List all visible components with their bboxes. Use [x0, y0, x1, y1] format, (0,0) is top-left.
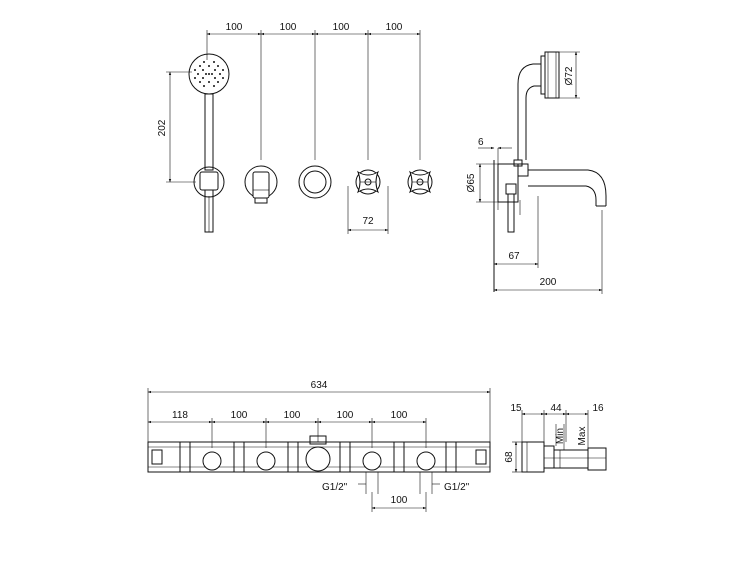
cross-handle-right [407, 169, 433, 195]
spout-front [244, 165, 278, 204]
max-label: Max [577, 427, 588, 446]
connection-left-label: G1/2" [322, 482, 348, 493]
depth-dimension: 67 [493, 196, 539, 268]
front-height-dimension: 202 [157, 71, 196, 183]
dim-spacing-4: 100 [386, 22, 403, 33]
dim-section-middle: 44 [550, 403, 562, 414]
dim-section-height: 68 [504, 451, 515, 463]
dim-diameter-top: Ø72 [564, 66, 575, 85]
rough-in-chain-dimensions: 118 100 100 100 100 [147, 410, 427, 448]
rough-in-view: 634 118 100 100 100 100 [147, 380, 491, 512]
diverter-knob [298, 165, 332, 199]
dim-projection: 200 [540, 277, 557, 288]
hose-outlet: Ø72 [517, 51, 580, 160]
dim-section-front: 15 [510, 403, 522, 414]
cross-handle-left [355, 169, 381, 195]
section-height-dimension: 68 [504, 441, 522, 473]
handle-width-dimension: 72 [347, 186, 389, 234]
side-view: Ø72 6 Ø65 [466, 51, 607, 294]
min-label: Min [555, 428, 566, 444]
dim-spacing-2: 100 [280, 22, 297, 33]
front-top-dimensions: 100 100 100 100 [206, 22, 421, 160]
rough-in-ports [202, 446, 436, 472]
section-top-dimensions: 15 44 16 [510, 403, 604, 448]
dim-handle-width: 72 [362, 216, 374, 227]
dim-rough-spacing-3: 100 [337, 410, 354, 421]
front-view: 100 100 100 100 202 [157, 22, 433, 234]
dim-offset: 118 [172, 410, 188, 421]
body-diameter-dimension: Ø65 [466, 163, 498, 203]
dim-rough-spacing-4: 100 [391, 410, 408, 421]
dim-rough-spacing-2: 100 [284, 410, 301, 421]
dim-flange: 6 [478, 137, 484, 148]
hand-shower [188, 53, 230, 233]
projection-dimension: 200 [493, 210, 603, 294]
dim-spacing-1: 100 [226, 22, 243, 33]
dim-section-back: 16 [592, 403, 604, 414]
dim-diameter-body: Ø65 [466, 173, 477, 192]
section-body: Min Max [521, 424, 607, 473]
rough-in-total-dimension: 634 [147, 380, 491, 442]
dim-depth: 67 [508, 251, 520, 262]
connection-right-label: G1/2" [444, 482, 470, 493]
section-view: 15 44 16 Min Max 68 [504, 403, 607, 473]
shower-nozzles [194, 61, 224, 87]
dim-connection-spacing: 100 [391, 495, 408, 506]
flange-dimension: 6 [478, 137, 512, 150]
dim-spacing-3: 100 [333, 22, 350, 33]
dim-height: 202 [157, 119, 168, 136]
dim-rough-spacing-1: 100 [231, 410, 248, 421]
dim-total: 634 [311, 380, 328, 391]
side-body [493, 148, 607, 292]
inlet-connections: G1/2" G1/2" 100 [322, 472, 470, 512]
